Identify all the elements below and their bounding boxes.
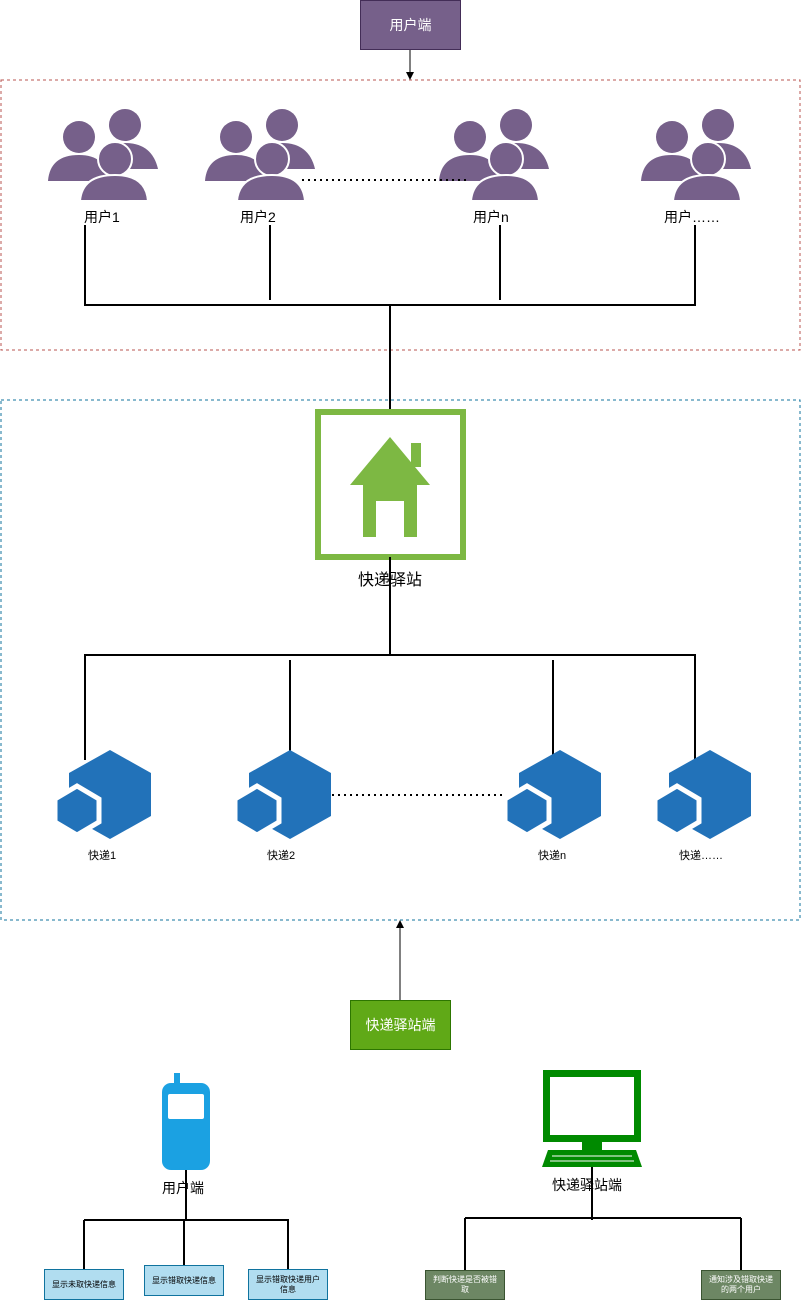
phone-user-client-label: 用户端: [162, 1180, 204, 1196]
parcel-icon-n: [505, 750, 601, 839]
bottom-arrow-head: [396, 920, 404, 928]
user-tree-lines: [84, 225, 696, 410]
parcel-label-n: 快递n: [538, 850, 567, 862]
user-side-node-label: 用户端: [389, 17, 432, 33]
user-icon-n: [438, 108, 550, 202]
feature-show-mispicked-user[interactable]: 显示错取快递用户信息: [248, 1269, 328, 1300]
feature-show-mispicked[interactable]: 显示错取快递信息: [144, 1265, 224, 1296]
parcel-icon-more: [655, 750, 751, 839]
user-label-1: 用户1: [84, 209, 120, 225]
feature-detect-mispick-label: 判断快递是否被错取: [433, 1275, 497, 1294]
feature-show-mispicked-user-label: 显示错取快递用户信息: [256, 1274, 320, 1294]
monitor-station-client-label: 快递驿站端: [552, 1177, 622, 1193]
station-side-node[interactable]: 快递驿站端: [350, 1000, 451, 1050]
user-icon-more: [640, 108, 752, 202]
parcel-icon-2: [235, 750, 331, 839]
user-label-2: 用户2: [240, 209, 276, 225]
parcel-label-1: 快递1: [88, 850, 117, 862]
feature-show-mispicked-label: 显示错取快递信息: [152, 1275, 216, 1285]
parcel-tree-lines: [84, 557, 696, 760]
feature-show-unpicked-label: 显示未取快递信息: [52, 1279, 116, 1289]
station-house-icon: [315, 409, 466, 560]
top-arrow-head: [406, 72, 414, 80]
feature-notify-users[interactable]: 通知涉及错取快递的两个用户: [701, 1270, 781, 1300]
user-label-more: 用户……: [664, 209, 720, 225]
feature-notify-users-label: 通知涉及错取快递的两个用户: [709, 1275, 773, 1294]
station-side-node-label: 快递驿站端: [365, 1017, 436, 1033]
user-icon-1: [47, 108, 159, 202]
parcel-label-more: 快递……: [679, 850, 723, 862]
user-icon-2: [204, 108, 316, 202]
phone-icon: [162, 1073, 210, 1170]
station-group-container: [0, 399, 801, 921]
user-label-n: 用户n: [473, 209, 509, 225]
feature-detect-mispick[interactable]: 判断快递是否被错取: [425, 1270, 505, 1300]
parcel-label-2: 快递2: [267, 850, 296, 862]
user-side-node[interactable]: 用户端: [360, 0, 461, 50]
station-feature-tree-lines: [464, 1167, 742, 1270]
user-feature-tree-lines: [83, 1170, 289, 1270]
station-label: 快递驿站: [358, 572, 423, 589]
feature-show-unpicked[interactable]: 显示未取快递信息: [44, 1269, 124, 1300]
parcel-icon-1: [55, 750, 151, 839]
monitor-icon: [542, 1070, 642, 1167]
